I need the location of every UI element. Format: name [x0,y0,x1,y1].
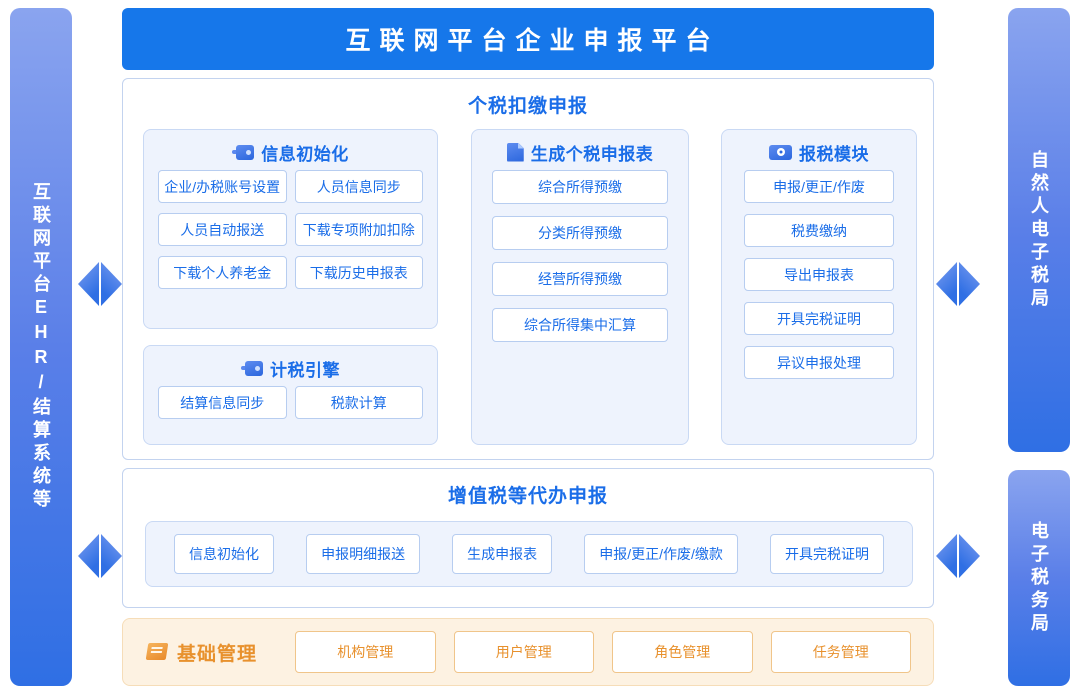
button-task-management[interactable]: 任务管理 [770,631,911,673]
page-title: 互联网平台企业申报平台 [345,27,720,55]
button-business-income-prepayment[interactable]: 经营所得预缴 [492,262,668,296]
button-vat-generate-declaration-form[interactable]: 生成申报表 [452,534,553,574]
button-export-declaration-form[interactable]: 导出申报表 [744,258,894,291]
button-vat-declaration-detail-report[interactable]: 申报明细报送 [306,534,421,574]
vat-panel-heading: 增值税等代办申报 [447,486,608,507]
card-tax-filing-module: 报税模块 申报/更正/作废 税费缴纳 导出申报表 开具完税证明 异议申报处理 [721,129,917,445]
arrow-right-head-icon [101,262,122,306]
button-personnel-auto-report[interactable]: 人员自动报送 [158,213,287,246]
iit-withholding-panel: 个税扣缴申报 信息初始化 企业/办税账号设置 人员信息同步 人员自动报送 下载专… [122,78,934,460]
arrow-left-head-icon [78,534,99,578]
card-init-title-row: 信息初始化 [144,134,437,170]
left-pillar-label: 互联网平台EHR/结算系统等 [31,182,51,512]
arrow-right-head-icon [101,534,122,578]
button-settlement-info-sync[interactable]: 结算信息同步 [158,386,287,419]
money-icon [769,144,792,160]
vat-agency-declaration-panel: 增值税等代办申报 信息初始化 申报明细报送 生成申报表 申报/更正/作废/缴款 … [122,468,934,608]
button-comprehensive-income-annual-settlement[interactable]: 综合所得集中汇算 [492,308,668,342]
document-icon [506,142,524,162]
arrow-left-head-icon [936,534,957,578]
card-generate-iit-declaration: 生成个税申报表 综合所得预缴 分类所得预缴 经营所得预缴 综合所得集中汇算 [471,129,689,445]
card-calc-title-row: 计税引擎 [144,350,437,386]
button-vat-information-initialization[interactable]: 信息初始化 [174,534,275,574]
card-init-title: 信息初始化 [261,144,349,164]
button-classified-income-prepayment[interactable]: 分类所得预缴 [492,216,668,250]
card-file-title: 报税模块 [799,144,869,164]
card-gen-items: 综合所得预缴 分类所得预缴 经营所得预缴 综合所得集中汇算 [472,170,688,342]
right-pillar-bottom-label: 电子税务局 [1029,520,1049,636]
card-calc-title: 计税引擎 [270,360,340,380]
left-system-pillar: 互联网平台EHR/结算系统等 [10,8,72,686]
button-personnel-info-sync[interactable]: 人员信息同步 [294,170,423,203]
bidirectional-arrow-icon-right-lower [936,534,980,578]
button-tax-payment[interactable]: 税费缴纳 [744,214,894,247]
right-pillar-electronic-tax-bureau: 电子税务局 [1008,470,1070,686]
button-vat-declare-correct-void-pay[interactable]: 申报/更正/作废/缴款 [584,534,738,574]
button-tax-computation[interactable]: 税款计算 [294,386,423,419]
button-enterprise-tax-account-setting[interactable]: 企业/办税账号设置 [158,170,287,203]
button-download-personal-pension[interactable]: 下载个人养老金 [158,256,287,289]
right-pillar-top-label: 自然人电子税局 [1029,149,1049,311]
arrow-right-head-icon [959,534,980,578]
card-calc-items: 结算信息同步 税款计算 [144,386,437,419]
arrow-left-head-icon [936,262,957,306]
base-management-panel: 基础管理 机构管理 用户管理 角色管理 任务管理 [122,618,934,686]
bidirectional-arrow-icon-left-upper [78,262,122,306]
button-user-management[interactable]: 用户管理 [453,631,594,673]
card-gen-title-row: 生成个税申报表 [472,134,688,170]
arrow-right-head-icon [959,262,980,306]
bidirectional-arrow-icon-left-lower [78,534,122,578]
button-organization-management[interactable]: 机构管理 [295,631,436,673]
button-declare-correct-void[interactable]: 申报/更正/作废 [744,170,894,203]
book-icon [145,642,169,662]
button-comprehensive-income-prepayment[interactable]: 综合所得预缴 [492,170,668,204]
button-role-management[interactable]: 角色管理 [612,631,753,673]
arrow-left-head-icon [78,262,99,306]
card-file-items: 申报/更正/作废 税费缴纳 导出申报表 开具完税证明 异议申报处理 [722,170,916,379]
button-objection-declaration-handling[interactable]: 异议申报处理 [744,346,894,379]
right-pillar-natural-person-tax-bureau: 自然人电子税局 [1008,8,1070,452]
card-tax-calculation-engine: 计税引擎 结算信息同步 税款计算 [143,345,438,445]
button-issue-tax-payment-certificate[interactable]: 开具完税证明 [744,302,894,335]
base-management-label: 基础管理 [177,643,258,665]
base-management-label-group: 基础管理 [145,639,277,666]
card-init-items: 企业/办税账号设置 人员信息同步 人员自动报送 下载专项附加扣除 下载个人养老金… [144,170,437,289]
card-gen-title: 生成个税申报表 [530,144,654,164]
bidirectional-arrow-icon-right-upper [936,262,980,306]
card-file-title-row: 报税模块 [722,134,916,170]
wallet-icon [241,360,263,376]
button-download-historical-declaration[interactable]: 下载历史申报表 [294,256,423,289]
vat-items-row: 信息初始化 申报明细报送 生成申报表 申报/更正/作废/缴款 开具完税证明 [145,521,913,587]
page-header: 互联网平台企业申报平台 [122,8,934,70]
button-download-special-additional-deduction[interactable]: 下载专项附加扣除 [294,213,423,246]
button-vat-issue-tax-payment-certificate[interactable]: 开具完税证明 [769,534,884,574]
wallet-icon [232,144,255,160]
card-information-initialization: 信息初始化 企业/办税账号设置 人员信息同步 人员自动报送 下载专项附加扣除 下… [143,129,438,329]
iit-panel-heading: 个税扣缴申报 [467,96,588,117]
